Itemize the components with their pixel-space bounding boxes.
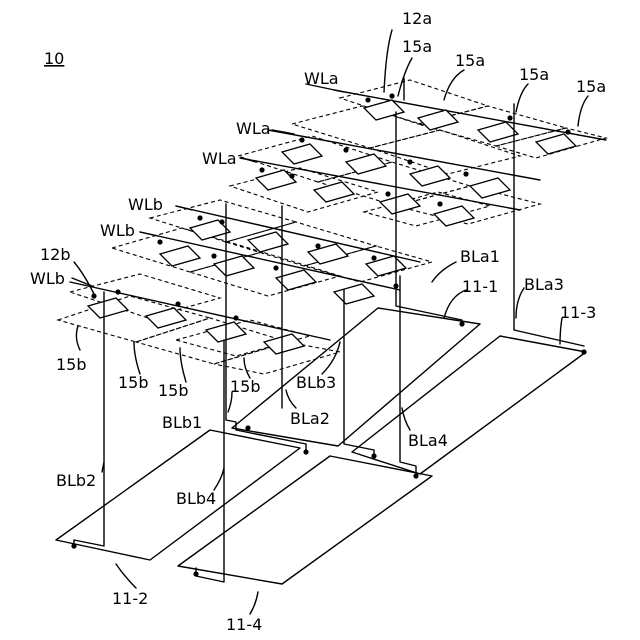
label-wlb-2: WLb <box>100 221 135 240</box>
bitline-blb4 <box>196 340 224 582</box>
label-blb2: BLb2 <box>56 471 96 490</box>
label-blb1: BLb1 <box>162 413 202 432</box>
label-11-3: 11-3 <box>560 303 596 322</box>
plate-11-3 <box>352 336 586 474</box>
label-15a-3: 15a <box>519 65 549 84</box>
plate-11-1 <box>232 308 480 446</box>
label-11-4: 11-4 <box>226 615 262 634</box>
figure-ref-label: 10 <box>44 49 64 68</box>
label-15b-2: 15b <box>118 373 149 392</box>
label-12a: 12a <box>402 9 432 28</box>
label-15a-4: 15a <box>576 77 606 96</box>
label-bla3: BLa3 <box>524 275 564 294</box>
bitlines <box>74 78 584 582</box>
label-bla1: BLa1 <box>460 247 500 266</box>
label-wla-1: WLa <box>304 69 339 88</box>
label-wla-2: WLa <box>236 119 271 138</box>
label-blb4: BLb4 <box>176 489 216 508</box>
label-bla2: BLa2 <box>290 409 330 428</box>
label-bla4: BLa4 <box>408 431 448 450</box>
label-wla-3: WLa <box>202 149 237 168</box>
label-15b-1: 15b <box>56 355 87 374</box>
pads-lower <box>88 220 406 354</box>
label-15b-3: 15b <box>158 381 189 400</box>
label-blb3: BLb3 <box>296 373 336 392</box>
plate-11-4 <box>178 456 432 584</box>
label-11-2: 11-2 <box>112 589 148 608</box>
label-11-1: 11-1 <box>462 277 498 296</box>
label-wlb-3: WLb <box>30 269 65 288</box>
label-12b: 12b <box>40 245 71 264</box>
label-wlb-1: WLb <box>128 195 163 214</box>
label-15b-4: 15b <box>230 377 261 396</box>
contact-dots <box>71 93 586 576</box>
label-15a-2: 15a <box>455 51 485 70</box>
label-15a-1: 15a <box>402 37 432 56</box>
